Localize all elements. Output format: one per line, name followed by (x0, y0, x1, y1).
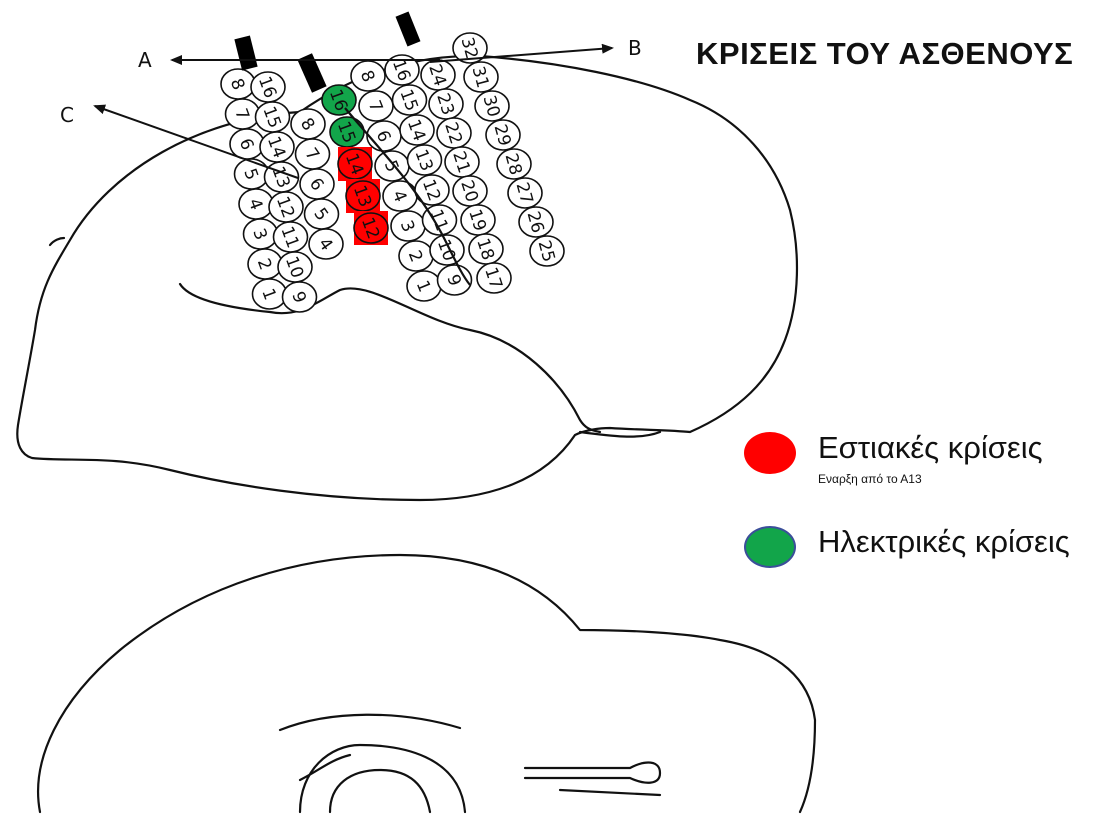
legend-focal-swatch (744, 432, 796, 474)
legend-electrical-swatch (744, 526, 796, 568)
legend-electrical-label: Ηλεκτρικές κρίσεις (818, 526, 1070, 557)
arrow-label-b: B (628, 36, 642, 60)
legend-electrical: Ηλεκτρικές κρίσεις (744, 526, 1070, 568)
arrow-label-c: C (60, 103, 74, 127)
brain-medial-outline (38, 555, 815, 812)
legend-focal-note: Εναρξη από το Α13 (818, 472, 922, 486)
legend-focal-label: Εστιακές κρίσεις (818, 432, 1043, 463)
marker-b (396, 12, 421, 47)
arrow-label-a: A (138, 48, 152, 72)
marker-a (234, 36, 257, 71)
electrode-grid: 8765432116151413121110987654161514131287… (221, 33, 564, 312)
legend-focal: Εστιακές κρίσεις (744, 432, 1043, 474)
page-title: ΚΡΙΣΕΙΣ ΤΟΥ ΑΣΘΕΝΟΥΣ (696, 36, 1073, 72)
